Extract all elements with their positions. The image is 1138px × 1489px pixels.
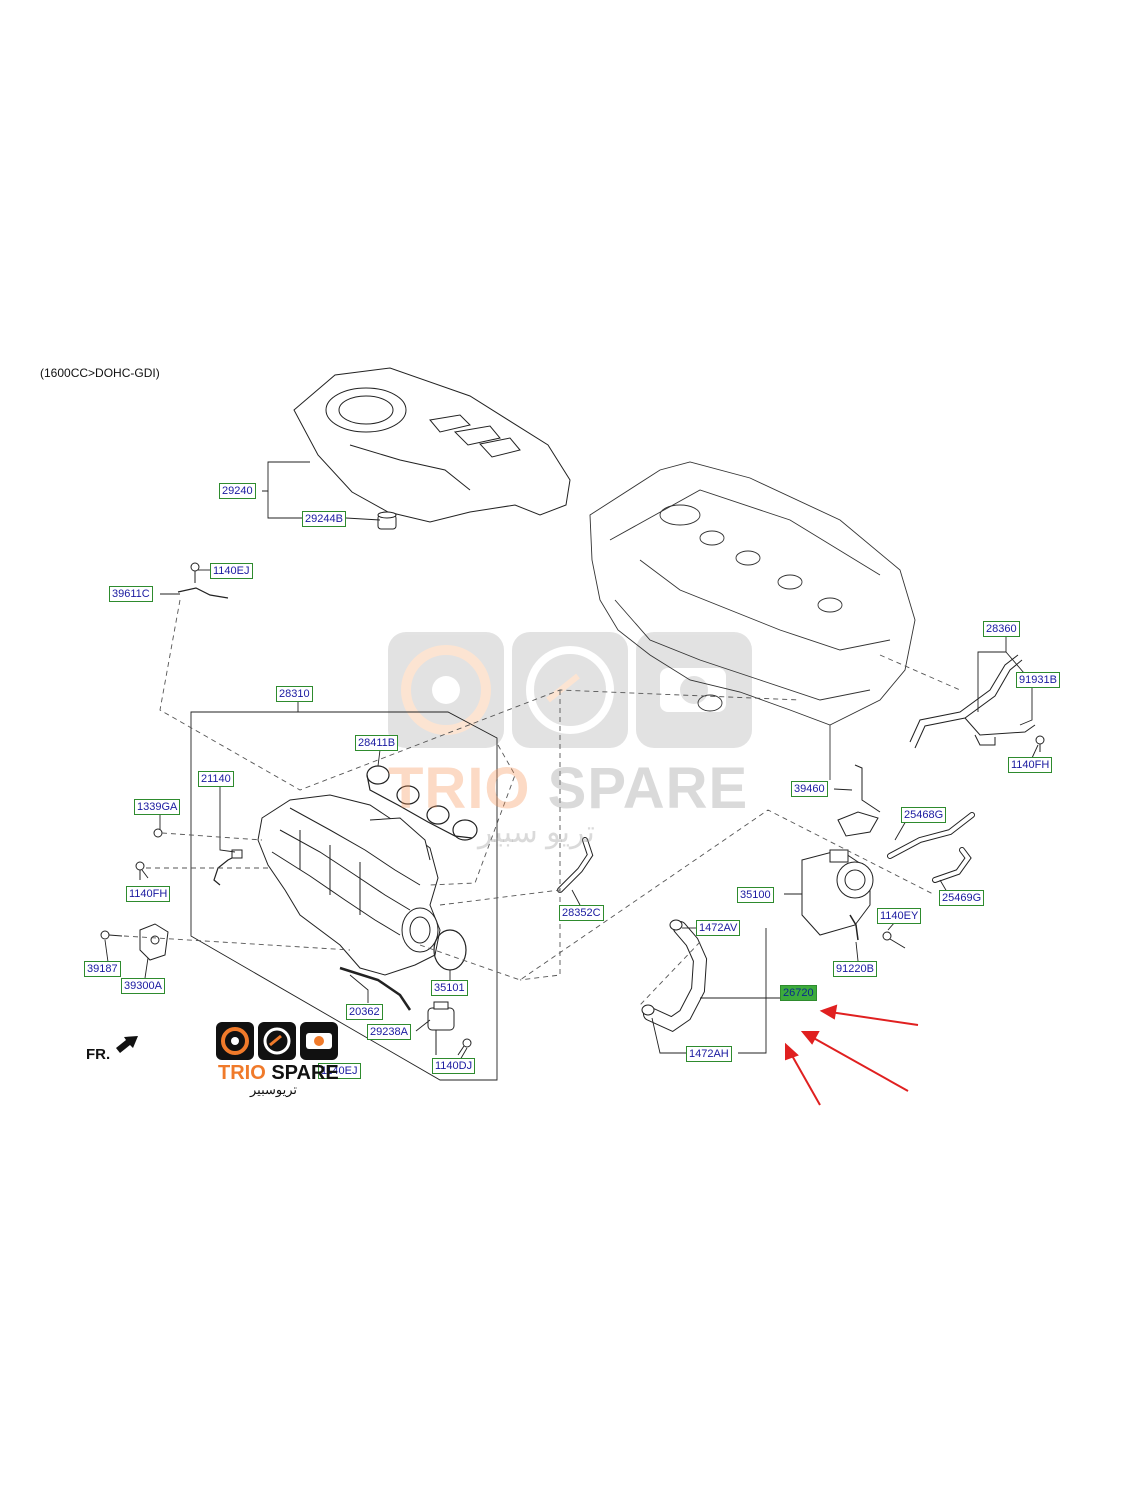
part-label-35100[interactable]: 35100: [737, 887, 774, 903]
logo-arabic-text: تريوسبير: [250, 1082, 298, 1097]
hose-fitting: [231, 849, 243, 859]
part-label-29240[interactable]: 29240: [219, 483, 256, 499]
part-label-1140ej-bottom[interactable]: 1140EJ: [318, 1063, 361, 1079]
sensor-bracket: [837, 764, 881, 837]
part-label-1472av[interactable]: 1472AV: [696, 920, 741, 936]
part-label-29244b[interactable]: 29244B: [302, 511, 346, 527]
logo-brand-text: TRIO SPARE: [218, 1062, 339, 1084]
manifold-group-outline: [190, 711, 498, 1081]
part-label-1339ga[interactable]: 1339GA: [134, 799, 181, 815]
part-label-1140fh-right[interactable]: 1140FH: [1008, 757, 1053, 773]
part-label-1472ah[interactable]: 1472AH: [686, 1046, 732, 1062]
part-label-35101[interactable]: 35101: [431, 980, 468, 996]
rod-20362: [339, 966, 412, 1011]
part-label-1140dj[interactable]: 1140DJ: [432, 1058, 476, 1074]
part-label-21140[interactable]: 21140: [198, 771, 234, 787]
part-label-29238a[interactable]: 29238A: [367, 1024, 411, 1040]
part-label-39187[interactable]: 39187: [84, 961, 121, 977]
part-label-91931b[interactable]: 91931B: [1016, 672, 1060, 688]
part-label-39611c[interactable]: 39611C: [109, 586, 153, 602]
part-label-1140fh-left[interactable]: 1140FH: [126, 886, 171, 902]
front-direction-label: FR.: [86, 1046, 111, 1063]
part-label-39460[interactable]: 39460: [791, 781, 828, 797]
cylinder-head: [589, 461, 916, 780]
part-label-39300a[interactable]: 39300A: [121, 978, 165, 994]
part-label-91220b[interactable]: 91220B: [833, 961, 877, 977]
bolts: [100, 562, 1045, 1056]
hose-21140: [213, 854, 239, 886]
part-label-25468g[interactable]: 25468G: [901, 807, 947, 823]
gasket-91220b: [849, 914, 859, 941]
engine-cover: [293, 367, 571, 523]
throttle-body: [801, 849, 874, 936]
part-label-28360[interactable]: 28360: [983, 621, 1020, 637]
part-label-26720[interactable]: 26720: [780, 985, 817, 1001]
part-label-28411b[interactable]: 28411B: [355, 735, 399, 751]
trio-spare-logo: [216, 1022, 338, 1060]
part-label-28310[interactable]: 28310: [276, 686, 313, 702]
part-label-1140ej-top[interactable]: 1140EJ: [210, 563, 253, 579]
heater-pipe: [909, 654, 1036, 749]
part-label-1140ey[interactable]: 1140EY: [877, 908, 922, 924]
highlight-arrows: [785, 1004, 919, 1106]
dashed-lines: [123, 599, 961, 1006]
part-label-20362[interactable]: 20362: [346, 1004, 383, 1020]
gasket-ring: [433, 929, 467, 971]
intake-manifold: [257, 794, 441, 976]
plug-part: [377, 511, 397, 530]
part-label-28352c[interactable]: 28352C: [559, 905, 604, 921]
watermark-logo: [388, 632, 752, 748]
hose-26720: [641, 919, 708, 1033]
part-label-25469g[interactable]: 25469G: [939, 890, 985, 906]
watermark-arabic: تريو سبير: [478, 816, 595, 849]
solenoid-valve: [427, 1001, 455, 1055]
map-sensor: [139, 923, 169, 961]
watermark-brand: TRIO SPARE: [388, 756, 749, 821]
bracket-39611c: [177, 587, 229, 599]
front-arrow-icon: [116, 1036, 138, 1053]
engine-variant-label: (1600CC>DOHC-GDI): [40, 366, 160, 380]
